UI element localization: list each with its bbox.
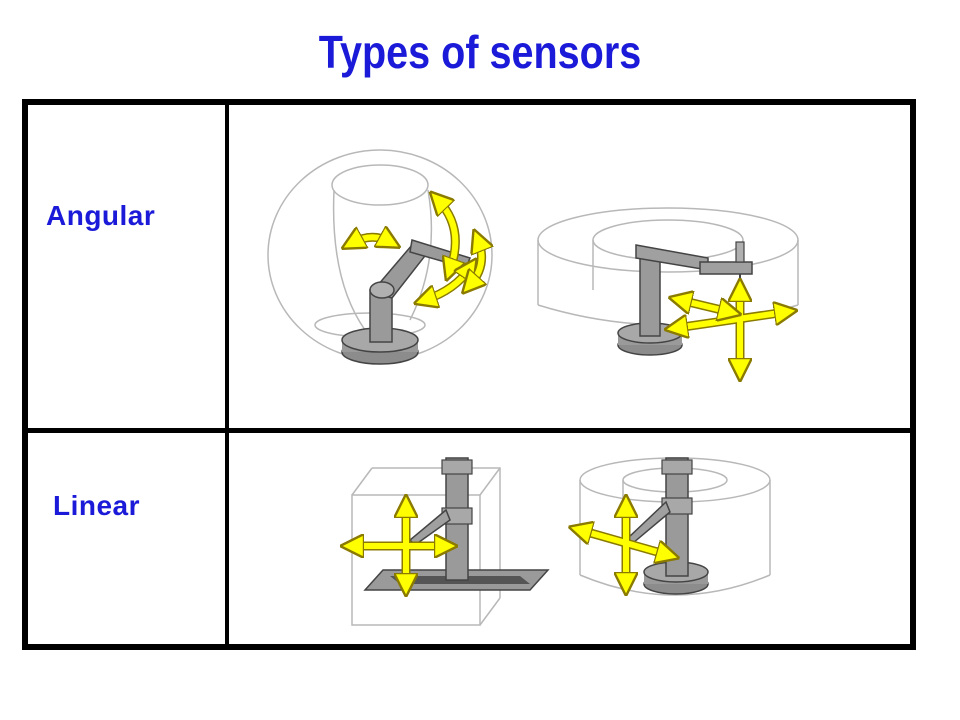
row-divider <box>28 428 910 433</box>
page-title: Types of sensors <box>318 26 642 78</box>
cylindrical-robot-icon <box>580 457 771 595</box>
cartesian-robot-icon <box>352 457 550 626</box>
row-label-linear: Linear <box>53 490 141 521</box>
scara-robot-icon <box>537 207 798 370</box>
column-divider <box>225 105 229 644</box>
row-label-angular: Angular <box>46 200 156 231</box>
sensor-types-table <box>22 99 916 650</box>
spherical-robot-icon <box>267 149 492 365</box>
